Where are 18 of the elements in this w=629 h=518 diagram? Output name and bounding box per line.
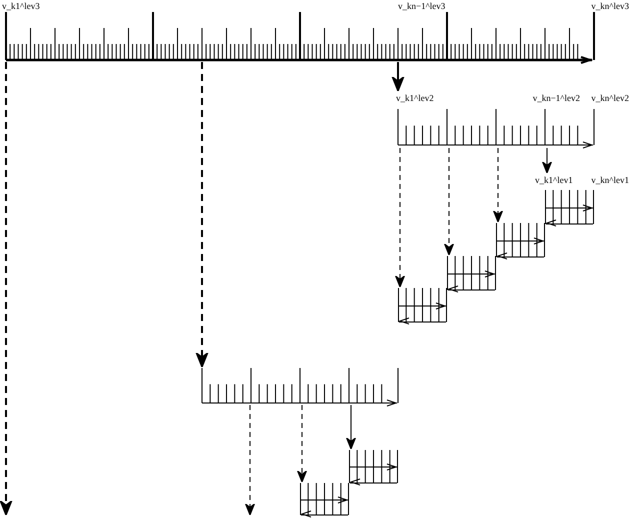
dashed-arrow bbox=[0, 62, 12, 516]
dashed-arrow bbox=[395, 148, 405, 288]
tick-label: v_kn^lev3 bbox=[591, 1, 629, 11]
arrow bbox=[346, 404, 356, 450]
dashed-arrow bbox=[493, 148, 503, 223]
tick-label: v_k1^lev1 bbox=[535, 175, 573, 185]
arrow bbox=[542, 148, 552, 174]
arrow bbox=[392, 62, 404, 92]
tick-label: v_k1^lev2 bbox=[396, 93, 434, 103]
tick-label: v_k1^lev3 bbox=[2, 1, 40, 11]
dashed-arrow bbox=[444, 148, 454, 256]
dashed-arrow bbox=[245, 404, 255, 516]
tick-label: v_kn^lev2 bbox=[591, 93, 629, 103]
tick-label: v_kn−1^lev2 bbox=[532, 93, 580, 103]
dashed-arrow bbox=[196, 62, 208, 368]
tick-label: v_kn−1^lev3 bbox=[398, 1, 446, 11]
dashed-arrow bbox=[297, 404, 307, 483]
tick-label: v_kn^lev1 bbox=[591, 175, 629, 185]
